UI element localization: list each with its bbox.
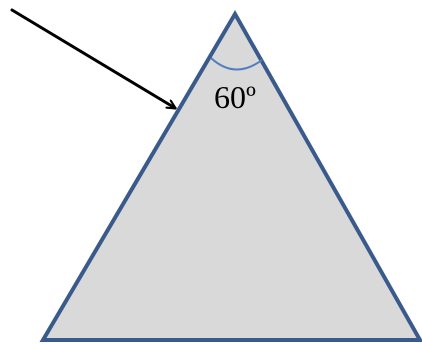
apex-angle-arc [210, 57, 263, 71]
triangle-shape [39, 10, 422, 342]
angle-label: 60º [214, 79, 256, 115]
pointer-arrow [10, 8, 175, 110]
